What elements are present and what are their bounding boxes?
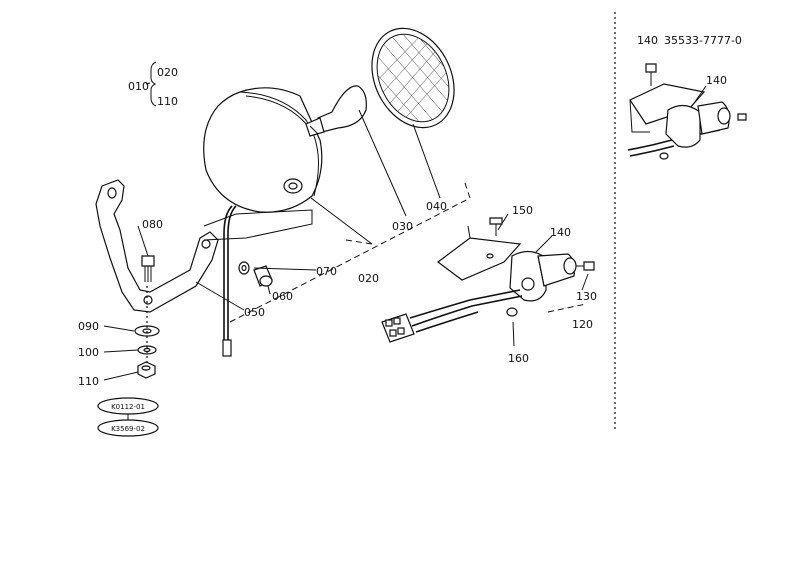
label-020: 020 <box>358 272 379 285</box>
explode-line-switch <box>547 303 587 313</box>
label-060: 060 <box>272 290 293 303</box>
bolt-150 <box>489 217 503 236</box>
screw-130 <box>576 261 595 271</box>
label-160: 160 <box>508 352 529 365</box>
mounting-bracket <box>95 179 219 313</box>
switch-body-120 <box>537 253 577 287</box>
switch-bracket-140 <box>509 250 547 302</box>
label-050: 050 <box>244 306 265 319</box>
label-130: 130 <box>576 290 597 303</box>
serial-badge-bottom <box>97 419 159 437</box>
inset-assembly <box>627 63 747 160</box>
label-150: 150 <box>512 204 533 217</box>
washer-070 <box>238 261 250 275</box>
label-040: 040 <box>426 200 447 213</box>
label-020-group: 020 <box>157 66 178 79</box>
label-090: 090 <box>78 320 99 333</box>
lamp-lens-040 <box>365 22 463 134</box>
leader-lines <box>103 109 589 381</box>
switch-mount-plate <box>437 225 522 281</box>
explode-line-bulb <box>345 239 373 245</box>
label-110-group: 110 <box>157 95 178 108</box>
label-080: 080 <box>142 218 163 231</box>
label-inset-140: 140 <box>706 74 727 87</box>
grommet-160 <box>506 307 518 317</box>
serial-badge-group: K0112-01 K3569-02 <box>97 397 159 437</box>
wire-connector <box>381 313 415 343</box>
label-140: 140 <box>550 226 571 239</box>
bulb-030 <box>305 85 367 137</box>
lamp-housing <box>203 87 323 213</box>
wire-harness <box>409 289 523 333</box>
label-010: 010 <box>128 80 149 93</box>
label-030: 030 <box>392 220 413 233</box>
explode-line-end <box>463 179 471 199</box>
inset-part-code: 35533-7777-0 <box>664 34 742 47</box>
housing-mount-plate <box>203 209 313 241</box>
inset-part-number: 140 <box>637 34 658 47</box>
screw-060 <box>253 265 273 287</box>
label-120: 120 <box>572 318 593 331</box>
nut-110 <box>137 361 156 379</box>
bolt-080 <box>141 255 155 282</box>
label-110: 110 <box>78 375 99 388</box>
label-070: 070 <box>316 265 337 278</box>
lamp-cable-050 <box>222 205 237 357</box>
label-100: 100 <box>78 346 99 359</box>
serial-badge-bottom-text: K3569-02 <box>111 425 145 433</box>
serial-badge-top-text: K0112-01 <box>111 403 145 411</box>
assembly-group-bracket <box>145 61 157 107</box>
explode-line-main <box>229 197 471 323</box>
